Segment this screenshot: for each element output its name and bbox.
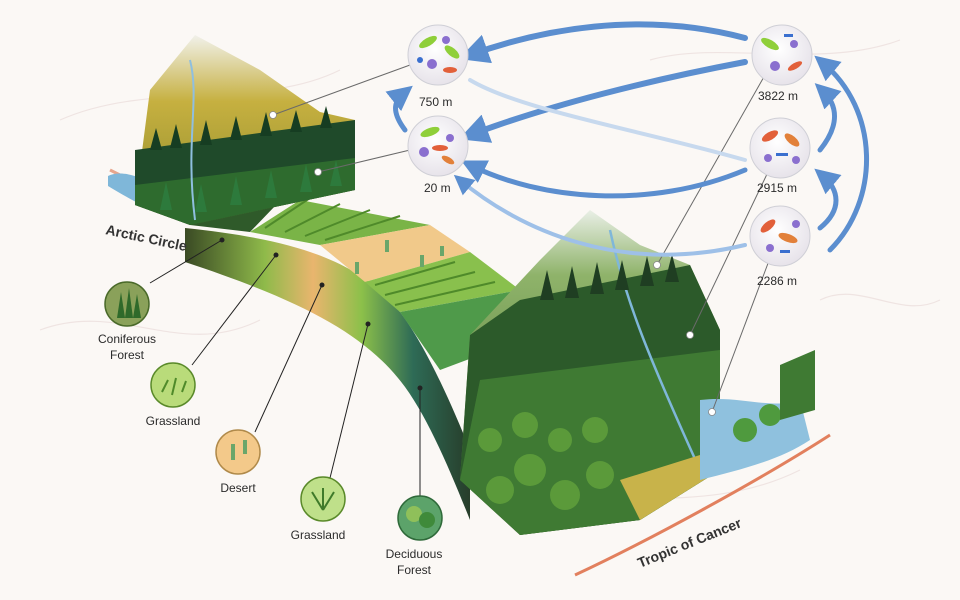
arrow-2286-to-3822 [814,55,869,253]
leader-lines [272,64,771,413]
grassland-stripes [264,197,496,306]
biome-label-deciduous-line1: Deciduous [386,547,443,561]
microbes-750m [407,24,469,86]
biome-label-deciduous-line2: Forest [397,563,432,577]
southern-mountain [460,210,720,535]
biome-grassland-1 [150,362,196,408]
biome-grassland-2 [300,476,346,522]
biome-ribbon-front [185,228,470,520]
arrow-2286-to-2915 [814,168,842,231]
biome-label-coniferous-line2: Forest [110,348,145,362]
altitude-markers [269,111,716,416]
biome-label-grassland-2: Grassland [291,528,346,542]
tropic-of-cancer-curve [574,433,831,577]
biome-leader-dots [219,237,423,391]
biome-label-grassland-1: Grassland [146,414,201,428]
desert-cacti [355,240,444,274]
coast-trees [733,350,815,442]
arctic-circle-label: Arctic Circle [104,221,188,254]
arrow-3822-to-750 [458,21,748,64]
biome-label-desert: Desert [220,481,256,495]
arrow-3822-to-20 [458,59,748,143]
altitude-label-2915m: 2915 m [757,181,797,195]
biome-desert [215,429,261,475]
microbes-2286m [749,205,811,267]
microbes-3822m [751,24,813,86]
biome-ribbon-grassland2-top [365,252,520,312]
biome-deciduous-forest [397,495,443,541]
biome-leader-lines [149,239,421,498]
arrow-2915-to-20 [461,160,748,199]
altitude-label-3822m: 3822 m [758,89,798,103]
tropic-of-cancer-label: Tropic of Cancer [635,514,744,570]
biome-coniferous-forest [104,281,150,327]
northern-mountain [135,35,355,225]
microbes-2915m [749,117,811,179]
arrow-2915-to-3822 [814,83,842,153]
microbes-20m [407,115,469,177]
arrow-2915-to-750 [468,78,747,162]
altitude-label-20m: 20 m [424,181,451,195]
arrow-20-to-750 [385,85,413,133]
flow-arrows [385,21,869,257]
altitude-label-2286m: 2286 m [757,274,797,288]
arrow-2286-to-20 [453,174,747,257]
altitude-label-750m: 750 m [419,95,452,109]
biome-label-coniferous-line1: Coniferous [98,332,156,346]
